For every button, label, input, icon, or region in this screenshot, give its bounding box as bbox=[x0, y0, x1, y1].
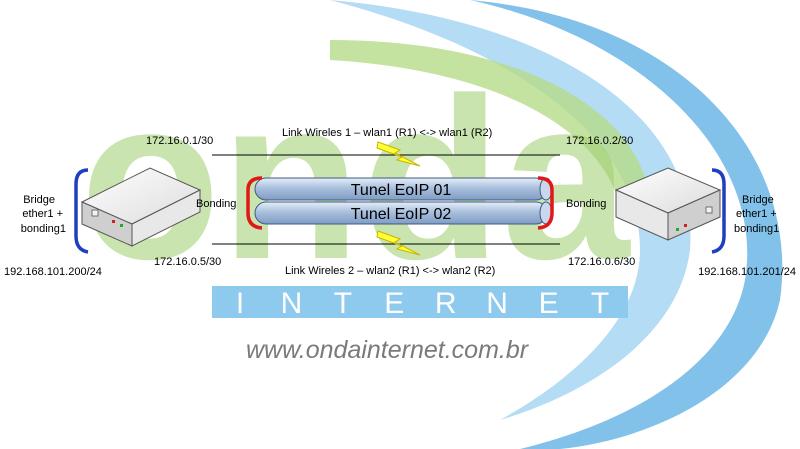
right-bonding-label: Bonding bbox=[566, 198, 606, 210]
blue-swoosh-inner bbox=[330, 0, 691, 420]
link2-label: Link Wireles 2 – wlan2 (R1) <-> wlan2 (R… bbox=[285, 265, 495, 277]
wireless-link-2 bbox=[212, 230, 560, 256]
tunnel-1: Tunel EoIP 01 bbox=[254, 177, 553, 201]
link2-bolt-icon bbox=[376, 230, 421, 256]
brand-band-letter: I bbox=[236, 287, 244, 320]
tunnel-2: Tunel EoIP 02 bbox=[254, 201, 553, 225]
left-bonding-label: Bonding bbox=[196, 198, 236, 210]
wireless-link-1 bbox=[212, 141, 560, 167]
router-left-led-red bbox=[112, 220, 115, 223]
right-bridge-line-1: Bridge bbox=[742, 194, 774, 206]
bonding-bracket-right bbox=[537, 176, 554, 230]
left-bridge-line-2: ether1 + bbox=[22, 208, 63, 220]
brand-band-letter: T bbox=[334, 287, 352, 320]
router-right bbox=[614, 167, 722, 241]
right-bridge-line-3: bonding1 bbox=[734, 223, 779, 235]
right-device-ip: 192.168.101.201/24 bbox=[698, 266, 796, 278]
brand-band bbox=[212, 286, 628, 318]
brand-band-letter: E bbox=[384, 287, 404, 320]
blue-swoosh-outer bbox=[470, 0, 783, 449]
bridge-bracket-left bbox=[74, 168, 89, 254]
left-bridge-line-1: Bridge bbox=[23, 194, 55, 206]
brand-url: www.ondainternet.com.br bbox=[246, 336, 530, 364]
brand-band-letter: N bbox=[486, 287, 508, 320]
brand-band-letter: T bbox=[591, 287, 609, 320]
link1-label: Link Wireles 1 – wlan1 (R1) <-> wlan1 (R… bbox=[282, 127, 492, 139]
router-left-side bbox=[131, 189, 201, 247]
left-bridge-line-3: bonding1 bbox=[21, 223, 66, 235]
link2-ip-left: 172.16.0.5/30 bbox=[154, 256, 221, 268]
brand-band-letter: N bbox=[281, 287, 303, 320]
left-device-ip: 192.168.101.200/24 bbox=[4, 266, 102, 278]
router-left-led-green bbox=[120, 224, 123, 227]
link1-ip-right: 172.16.0.2/30 bbox=[566, 135, 633, 147]
link1-ip-left: 172.16.0.1/30 bbox=[146, 135, 213, 147]
tunnel-2-label: Tunel EoIP 02 bbox=[351, 206, 452, 223]
bridge-bracket-right bbox=[711, 168, 726, 254]
right-bridge-line-2: ether1 + bbox=[736, 208, 777, 220]
tunnel-1-label: Tunel EoIP 01 bbox=[351, 182, 452, 199]
brand-band-letter: R bbox=[435, 287, 457, 320]
link2-ip-right: 172.16.0.6/30 bbox=[568, 256, 635, 268]
router-right-port-icon bbox=[705, 206, 713, 214]
router-right-led-green bbox=[676, 228, 679, 231]
bonding-bracket-left bbox=[246, 176, 263, 230]
link1-bolt-icon bbox=[376, 141, 421, 167]
brand-band-letter: E bbox=[539, 287, 559, 320]
router-right-side bbox=[667, 189, 721, 241]
green-swoosh bbox=[330, 40, 650, 205]
router-right-led-red bbox=[684, 224, 687, 227]
router-left bbox=[80, 167, 202, 247]
router-left-port-icon bbox=[91, 209, 99, 217]
